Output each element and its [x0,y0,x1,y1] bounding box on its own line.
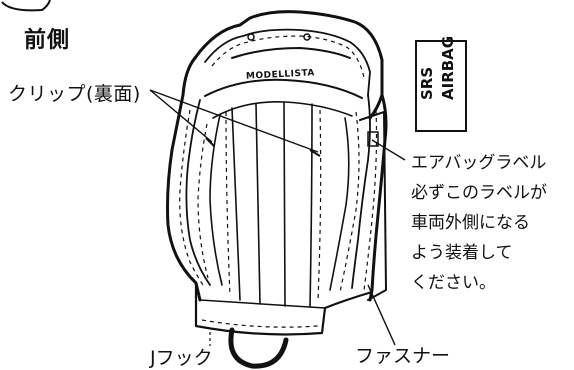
front-side-label: 前側 [24,28,71,53]
stitch-center-l [225,111,231,297]
corner-bracket [1,0,51,12]
bottom-skirt-line [199,299,326,309]
clip-label: クリップ(裏面) [8,83,141,105]
stitch-right-inner [339,111,360,293]
left-bolster-inner [185,99,211,286]
fastener-label: ファスナー [355,345,451,367]
stitch-bottom [201,319,319,328]
headrest-lower [231,47,351,59]
center-seam-right [309,103,313,308]
clip-leader-1 [149,89,213,143]
j-hook-label: Jフック [150,347,213,369]
center-seam-mid-r [283,101,286,307]
leader-lines [149,89,406,346]
mounting-instruction: 必ずこのラベルが 車両外側になる よう装着して ください。 [411,183,547,293]
panel-curve-left [209,114,223,286]
headrest-hole-right [303,33,311,41]
right-bolster-inner [351,94,371,289]
shoulder-band-lower [212,101,353,119]
stitch-headrest [211,35,365,79]
panel-curve-right [329,117,350,291]
j-hook-strap [228,327,289,369]
seat-cover-body [166,10,388,336]
srs-airbag-tag: SRS AIRBAG [415,36,467,132]
stitch-lines [179,35,378,328]
center-seam-mid-l [255,103,261,305]
shoulder-band [204,78,363,99]
airbag-label-patch [367,131,379,147]
fastener-leader [367,284,396,346]
clip-leader-2 [149,89,319,153]
srs-tag-line1: SRS [418,66,436,100]
right-bolster-outer [368,93,388,302]
stitch-left-inner [197,123,209,279]
headrest-hole-left [247,33,255,41]
headrest-inner [204,28,371,96]
stitch-center-r [317,109,322,301]
side-flap [359,111,387,301]
srs-tag-line2: AIRBAG [439,35,457,100]
stitch-left-outer [179,109,206,289]
center-seam-left [231,107,241,301]
clip-marker [205,137,321,157]
airbag-label-caption: エアバッグラベル [411,153,547,173]
bottom-skirt [194,281,374,336]
left-bolster-outer [166,56,202,302]
